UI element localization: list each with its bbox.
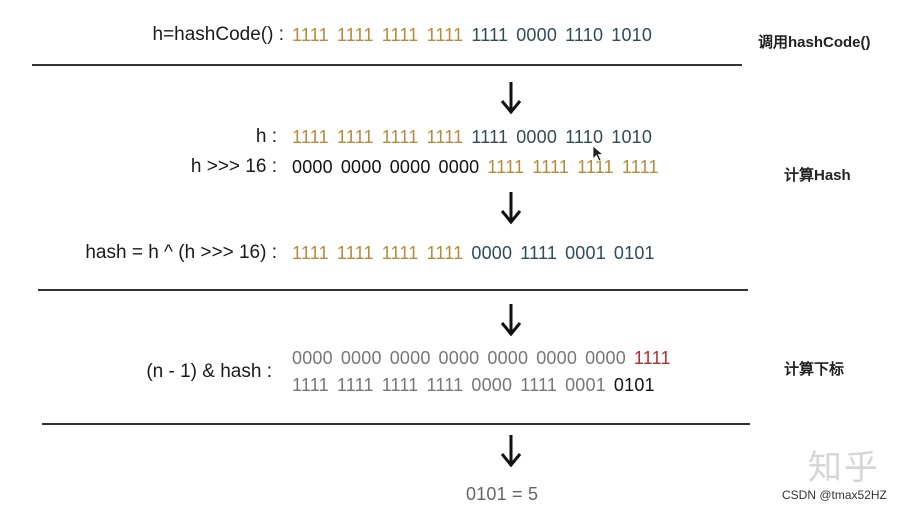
bit-group: 0000 [340,348,382,368]
bit-group: 0000 [471,243,513,263]
result-text: 0101 = 5 [466,484,539,504]
bit-group: 1111 [487,157,525,177]
bit-group: 1111 [381,375,419,395]
arrow-down-icon [500,304,522,337]
row-label-h: h : [255,126,277,147]
bit-group: 0000 [292,157,333,177]
arrow-down-icon [500,82,522,115]
bit-group: 1110 [565,127,604,147]
bits-hash: 1111 1111 1111 1111 0000 1111 0001 0101 [292,243,663,264]
side-label-compute-index: 计算下标 [784,361,845,378]
bit-group: 1111 [520,243,558,263]
bit-group: 1111 [336,127,374,147]
bit-group: 1111 [621,157,659,177]
bit-group: 0101 [613,375,655,395]
bit-group: 1111 [471,127,509,147]
bit-group: 1111 [381,243,419,263]
bit-group: 0000 [438,157,480,177]
bit-group: 0000 [389,157,431,177]
bit-group: 1111 [426,127,464,147]
zhihu-watermark: 知乎 [808,448,880,488]
divider-1 [32,64,742,66]
bit-group: 1111 [292,127,329,147]
bit-group: 1111 [426,243,464,263]
arrow-down-icon [500,192,522,225]
bit-group: 1111 [336,243,374,263]
bit-group: 1110 [565,25,604,45]
bit-group: 1111 [336,25,374,45]
bit-group: 0000 [438,348,480,368]
bit-group: 1111 [426,375,464,395]
bits-h: 1111 1111 1111 1111 1111 0000 1110 1010 [292,127,660,148]
bit-group: 1111 [292,243,329,263]
bit-group: 0101 [613,243,655,263]
bit-group: 0000 [340,157,382,177]
bit-group: 1111 [577,157,614,177]
bit-group: 0000 [471,375,513,395]
bits-hashcode: 1111 1111 1111 1111 1111 0000 1110 1010 [292,25,660,46]
bit-group: 1111 [381,127,419,147]
bit-group: 0000 [389,348,431,368]
bit-group: 0000 [585,348,626,368]
bit-group: 0000 [516,127,558,147]
row-label-hash: hash = h ^ (h >>> 16) : [85,242,277,263]
arrow-down-icon [500,435,522,468]
bit-group: 1111 [471,25,509,45]
side-label-compute-hash: 计算Hash [784,167,851,184]
bit-group: 1111 [292,25,329,45]
csdn-credit: CSDN @tmax52HZ [782,488,887,502]
bit-group: 1010 [611,127,653,147]
row-label-mask: (n - 1) & hash : [146,361,272,382]
bit-group: 0000 [292,348,333,368]
bit-group: 1111 [532,157,570,177]
bit-group: 1111 [520,375,558,395]
bit-group: 1111 [292,375,329,395]
bits-hash-again: 1111 1111 1111 1111 0000 1111 0001 0101 [292,375,663,396]
bit-group: 1111 [381,25,419,45]
bit-group: 0001 [565,375,606,395]
bits-shifted: 0000 0000 0000 0000 1111 1111 1111 1111 [292,157,667,178]
bit-group: 1111 [633,348,671,368]
row-label-shifted: h >>> 16 : [190,156,277,177]
row-label-hashcode: h=hashCode() : [152,24,285,45]
divider-2 [38,289,748,291]
bit-group: 1111 [336,375,374,395]
bit-group: 0000 [516,25,558,45]
bit-group: 0000 [487,348,529,368]
bit-group: 0001 [565,243,606,263]
side-label-call-hashcode: 调用hashCode() [758,34,871,51]
bits-mask: 0000 0000 0000 0000 0000 0000 0000 1111 [292,348,679,369]
bit-group: 1010 [611,25,653,45]
bit-group: 1111 [426,25,464,45]
divider-3 [42,423,750,425]
bit-group: 0000 [536,348,578,368]
cursor-icon [592,145,605,162]
